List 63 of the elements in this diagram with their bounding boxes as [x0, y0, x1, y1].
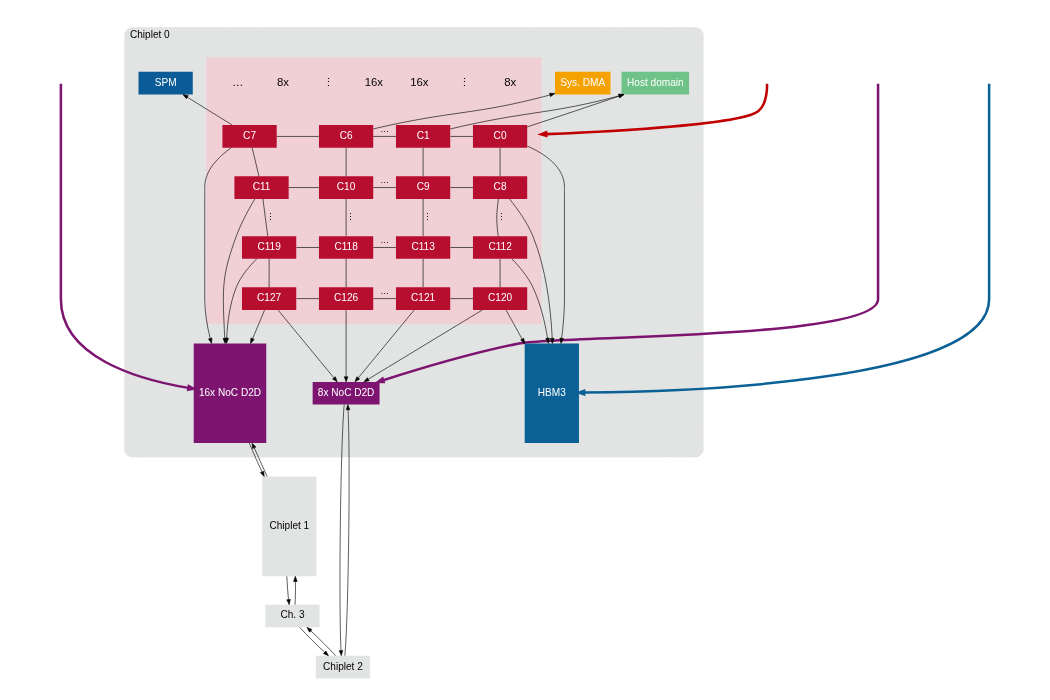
node-box: C121	[395, 286, 451, 310]
node-box: C118	[318, 235, 374, 259]
arrow	[306, 626, 336, 656]
node-box: C0	[472, 124, 528, 148]
cluster	[206, 57, 542, 324]
arrow	[450, 93, 625, 129]
arrow	[537, 83, 769, 138]
node-box: C10	[318, 175, 374, 199]
arrow	[527, 145, 565, 344]
arrow	[338, 403, 345, 656]
node-box: C127	[242, 286, 297, 310]
node-box: C1	[395, 124, 451, 148]
node-box: Sys. DMA	[554, 71, 611, 94]
arrow	[250, 309, 265, 344]
node-box: C119	[242, 235, 297, 259]
edge-label: …	[380, 174, 390, 185]
arrow	[277, 309, 338, 382]
edge-label: …	[380, 285, 390, 296]
node-box: C126	[318, 286, 374, 310]
edge-label: …	[380, 123, 390, 134]
label: ⋮	[322, 75, 334, 88]
node-box: SPM	[138, 71, 193, 94]
label: 16x	[364, 75, 384, 88]
node-box: 16x NoC D2D	[193, 342, 267, 443]
arrow	[527, 93, 625, 127]
node-box: C9	[395, 175, 451, 199]
edge-label: ⋮	[265, 211, 275, 222]
node-box: C6	[318, 124, 374, 148]
node-box: C120	[472, 286, 528, 310]
arrow	[511, 258, 550, 344]
arrow	[299, 626, 329, 656]
edge-label: ⋮	[346, 211, 356, 222]
arrow	[344, 309, 349, 382]
arrow	[505, 309, 525, 344]
arrow	[373, 92, 556, 129]
label: 16x	[410, 75, 429, 88]
node-box: HBM3	[524, 342, 579, 443]
node-box: C8	[472, 175, 528, 199]
edge-label: …	[380, 234, 390, 245]
arrow	[374, 83, 880, 383]
arrow	[354, 309, 415, 382]
label: …	[231, 75, 244, 88]
node-box: Chiplet 2	[315, 655, 371, 678]
arrow	[293, 575, 298, 605]
arrow	[363, 309, 483, 382]
arrow	[575, 83, 991, 396]
arrow	[344, 403, 351, 656]
edge-label: ⋮	[423, 211, 433, 222]
label: 8x	[504, 75, 517, 88]
label: 8x	[277, 75, 289, 88]
node-box: C7	[222, 124, 277, 148]
arrow	[182, 93, 233, 125]
edge-label: ⋮	[497, 211, 507, 222]
node-box: Ch. 3	[265, 604, 320, 627]
node-box: Host domain	[621, 71, 690, 94]
node-box: 8x NoC D2D	[312, 381, 380, 405]
node-box: C113	[395, 235, 451, 259]
node-box: Chiplet 1	[262, 476, 317, 576]
node-box: C11	[234, 175, 289, 199]
arrow	[286, 575, 291, 605]
arrow	[509, 198, 555, 344]
node-box: C112	[472, 235, 528, 259]
label: ⋮	[459, 75, 471, 88]
